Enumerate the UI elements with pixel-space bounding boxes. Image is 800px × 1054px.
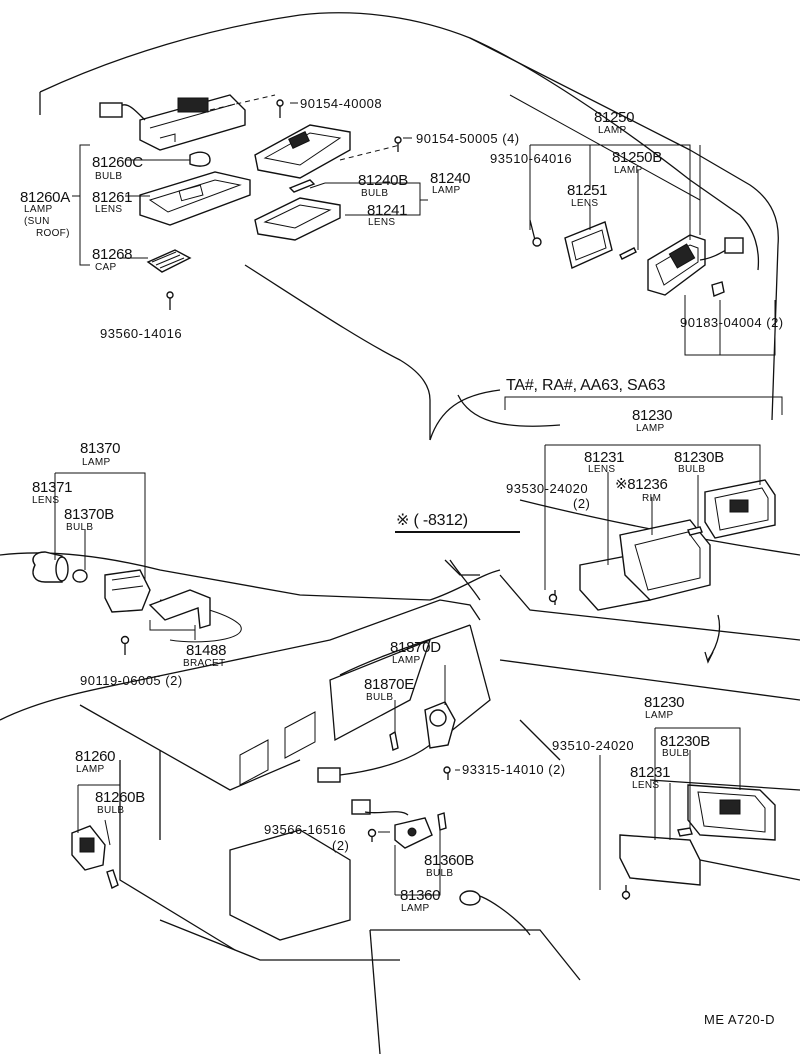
label-81261: 81261 xyxy=(92,189,133,206)
lamp-81370 xyxy=(32,551,211,655)
label-81268-sub: CAP xyxy=(95,262,117,273)
label-81371-sub: LENS xyxy=(32,495,60,506)
diagram-code: ME A720-D xyxy=(704,1012,775,1027)
lamp-81260 xyxy=(71,825,119,889)
lamp-81250 xyxy=(529,219,744,297)
label-81231-upper-sub: LENS xyxy=(588,464,616,475)
label-93530-24020-qty: (2) xyxy=(573,496,591,511)
label-81250: 81250 xyxy=(594,109,635,126)
label-81261-sub: LENS xyxy=(95,204,123,215)
label-81230B-upper: 81230B xyxy=(674,449,724,466)
leader-lines xyxy=(54,102,783,896)
label-81230-lower-sub: LAMP xyxy=(645,710,674,721)
label-81260A-sub3: ROOF) xyxy=(36,228,70,239)
label-93560-14016: 93560-14016 xyxy=(100,326,183,341)
label-81870E-sub: BULB xyxy=(366,692,394,703)
lamp-81360 xyxy=(351,799,447,849)
label-81230-upper-sub: LAMP xyxy=(636,423,665,434)
label-93510-64016: 93510-64016 xyxy=(490,151,573,166)
label-93315-14010: 93315-14010 (2) xyxy=(462,762,566,777)
label-81230-lower: 81230 xyxy=(644,694,685,711)
label-81360B: 81360B xyxy=(424,852,474,869)
label-81240B-sub: BULB xyxy=(361,188,389,199)
label-81230-upper: 81230 xyxy=(632,407,673,424)
label-93530-24020: 93530-24020 xyxy=(506,481,589,496)
label-81360: 81360 xyxy=(400,887,441,904)
label-81231-lower-sub: LENS xyxy=(632,780,660,791)
label-81488: 81488 xyxy=(186,642,227,659)
label-81260A-sub2: (SUN xyxy=(24,216,50,227)
label-model-range: TA#, RA#, AA63, SA63 xyxy=(506,377,666,394)
label-90119-06005: 90119-06005 (2) xyxy=(80,673,183,688)
label-81230B-upper-sub: BULB xyxy=(678,464,706,475)
label-81240: 81240 xyxy=(430,170,471,187)
label-81260B-sub: BULB xyxy=(97,805,125,816)
label-81370B-sub: BULB xyxy=(66,522,94,533)
lamp-81870D xyxy=(317,701,456,783)
label-81241: 81241 xyxy=(367,202,408,219)
label-81370-sub: LAMP xyxy=(82,457,111,468)
lamp-81240 xyxy=(254,124,351,241)
label-81230B-lower-sub: BULB xyxy=(662,748,690,759)
label-81231-upper: 81231 xyxy=(584,449,625,466)
label-81870D: 81870D xyxy=(390,639,441,656)
label-81250-sub: LAMP xyxy=(598,125,627,136)
label-81360-sub: LAMP xyxy=(401,903,430,914)
label-81231-lower: 81231 xyxy=(630,764,671,781)
roof-outline xyxy=(39,12,779,441)
label-93510-24020: 93510-24020 xyxy=(552,738,635,753)
label-81260C-sub: BULB xyxy=(95,171,123,182)
label-81260-sub: LAMP xyxy=(76,764,105,775)
label-93566-16516: 93566-16516 xyxy=(264,822,347,837)
label-81240-sub: LAMP xyxy=(432,185,461,196)
label-81260: 81260 xyxy=(75,748,116,765)
label-81360B-sub: BULB xyxy=(426,868,454,879)
label-81268: 81268 xyxy=(92,246,133,263)
label-93566-16516-qty: (2) xyxy=(332,838,350,853)
label-81371: 81371 xyxy=(32,479,73,496)
label-81241-sub: LENS xyxy=(368,217,396,228)
label-81260B: 81260B xyxy=(95,789,145,806)
lamp-81230-upper xyxy=(548,479,776,664)
label-81488-sub: BRACET xyxy=(183,658,226,669)
label-serial-note: ※ ( -8312) xyxy=(396,512,468,529)
label-81870D-sub: LAMP xyxy=(392,655,421,666)
label-81236-sub: RIM xyxy=(642,493,662,504)
label-81260A: 81260A xyxy=(20,189,70,206)
label-81230B-lower: 81230B xyxy=(660,733,710,750)
label-81370: 81370 xyxy=(80,440,121,457)
label-81260C: 81260C xyxy=(92,154,143,171)
label-81870E: 81870E xyxy=(364,676,414,693)
label-81260A-sub1: LAMP xyxy=(24,204,53,215)
label-81251: 81251 xyxy=(567,182,608,199)
label-81370B: 81370B xyxy=(64,506,114,523)
label-81240B: 81240B xyxy=(358,172,408,189)
label-90183-04004: 90183-04004 (2) xyxy=(680,315,784,330)
label-90154-50005: 90154-50005 (4) xyxy=(416,131,520,146)
label-81250B: 81250B xyxy=(612,149,662,166)
sunroof-lamp-assembly xyxy=(99,94,402,310)
label-81251-sub: LENS xyxy=(571,198,599,209)
lamp-81230-lower xyxy=(619,784,776,900)
label-81250B-sub: LAMP xyxy=(614,165,643,176)
label-90154-40008: 90154-40008 xyxy=(300,96,383,111)
label-81236: ※81236 xyxy=(615,476,668,493)
